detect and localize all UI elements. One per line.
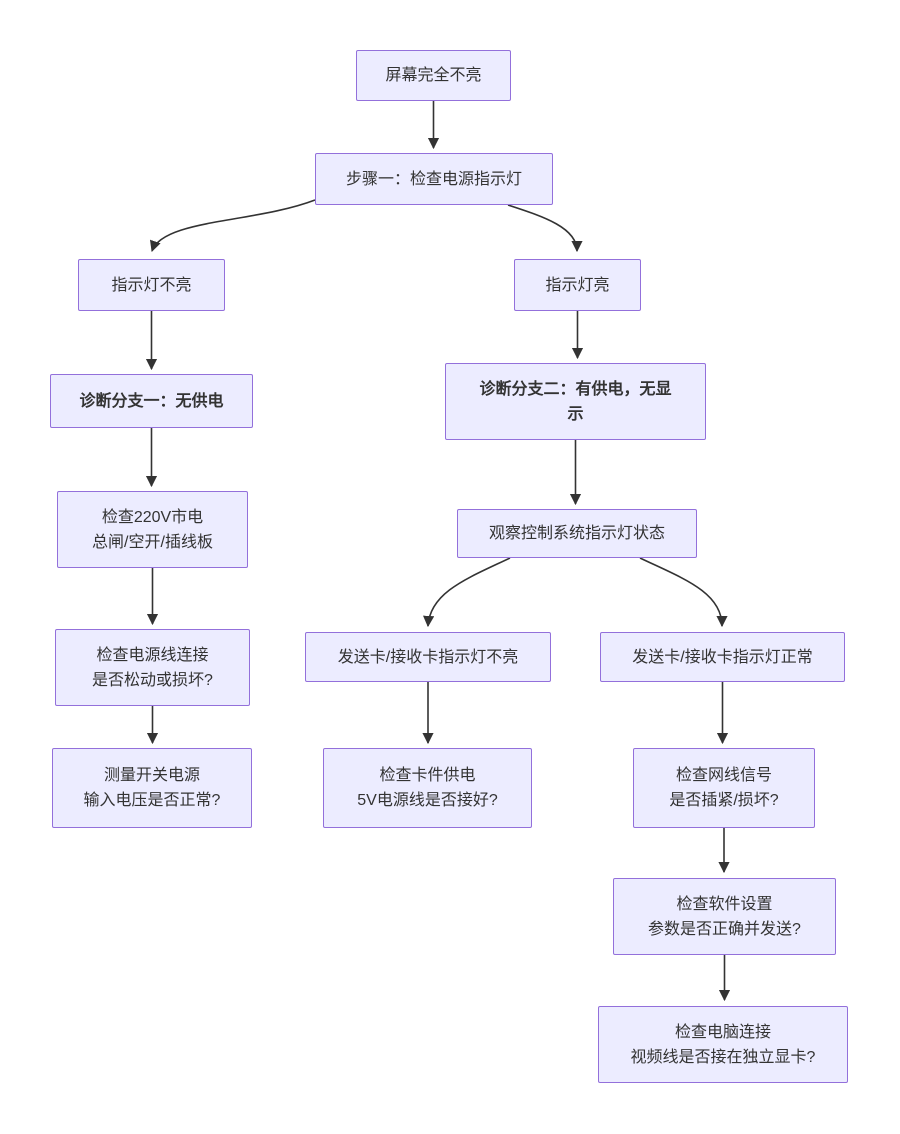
edge-step1-to-led-on [507, 204, 583, 253]
node-label: 发送卡/接收卡指示灯正常 [632, 648, 813, 666]
node-label: 检查软件设置 参数是否正确并发送? [648, 895, 801, 938]
node-label: 发送卡/接收卡指示灯不亮 [337, 648, 519, 666]
node-label: 诊断分支二：有供电，无显示 [479, 380, 672, 423]
node-label: 检查网线信号 是否插紧/损坏? [669, 767, 779, 809]
node-label: 观察控制系统指示灯状态 [488, 525, 665, 542]
node-checkpc: 检查电脑连接 视频线是否接在独立显卡? [598, 1006, 848, 1083]
edge-observe-to-card-off [423, 557, 511, 628]
node-label: 指示灯亮 [545, 276, 610, 294]
node-label: 屏幕完全不亮 [385, 67, 482, 84]
node-label: 指示灯不亮 [111, 276, 192, 294]
node-checkpower: 检查电源线连接 是否松动或损坏? [55, 629, 250, 706]
node-led-on: 指示灯亮 [514, 259, 641, 311]
node-checksw: 检查软件设置 参数是否正确并发送? [613, 878, 836, 955]
node-label: 诊断分支一：无供电 [79, 392, 224, 410]
node-label: 测量开关电源 输入电压是否正常? [83, 767, 221, 809]
node-label: 检查220V市电 总闸/空开/插线板 [92, 508, 213, 551]
node-observe: 观察控制系统指示灯状态 [457, 509, 697, 558]
node-check5v: 检查卡件供电 5V电源线是否接好? [323, 748, 532, 828]
node-branch1: 诊断分支一：无供电 [50, 374, 253, 428]
node-label: 检查卡件供电 5V电源线是否接好? [357, 767, 498, 809]
node-check220: 检查220V市电 总闸/空开/插线板 [57, 491, 248, 568]
node-led-off: 指示灯不亮 [78, 259, 225, 311]
node-branch2: 诊断分支二：有供电，无显示 [445, 363, 706, 440]
node-card-off: 发送卡/接收卡指示灯不亮 [305, 632, 551, 682]
edge-step1-to-led-off [150, 199, 316, 253]
node-checklan: 检查网线信号 是否插紧/损坏? [633, 748, 815, 828]
node-label: 检查电源线连接 是否松动或损坏? [92, 646, 213, 689]
node-card-ok: 发送卡/接收卡指示灯正常 [600, 632, 845, 682]
edge-observe-to-card-ok [639, 557, 728, 628]
node-measure: 测量开关电源 输入电压是否正常? [52, 748, 252, 828]
node-label: 检查电脑连接 视频线是否接在独立显卡? [630, 1023, 816, 1066]
node-label: 步骤一：检查电源指示灯 [345, 170, 522, 188]
node-screen-dark: 屏幕完全不亮 [356, 50, 511, 101]
node-step1: 步骤一：检查电源指示灯 [315, 153, 553, 205]
